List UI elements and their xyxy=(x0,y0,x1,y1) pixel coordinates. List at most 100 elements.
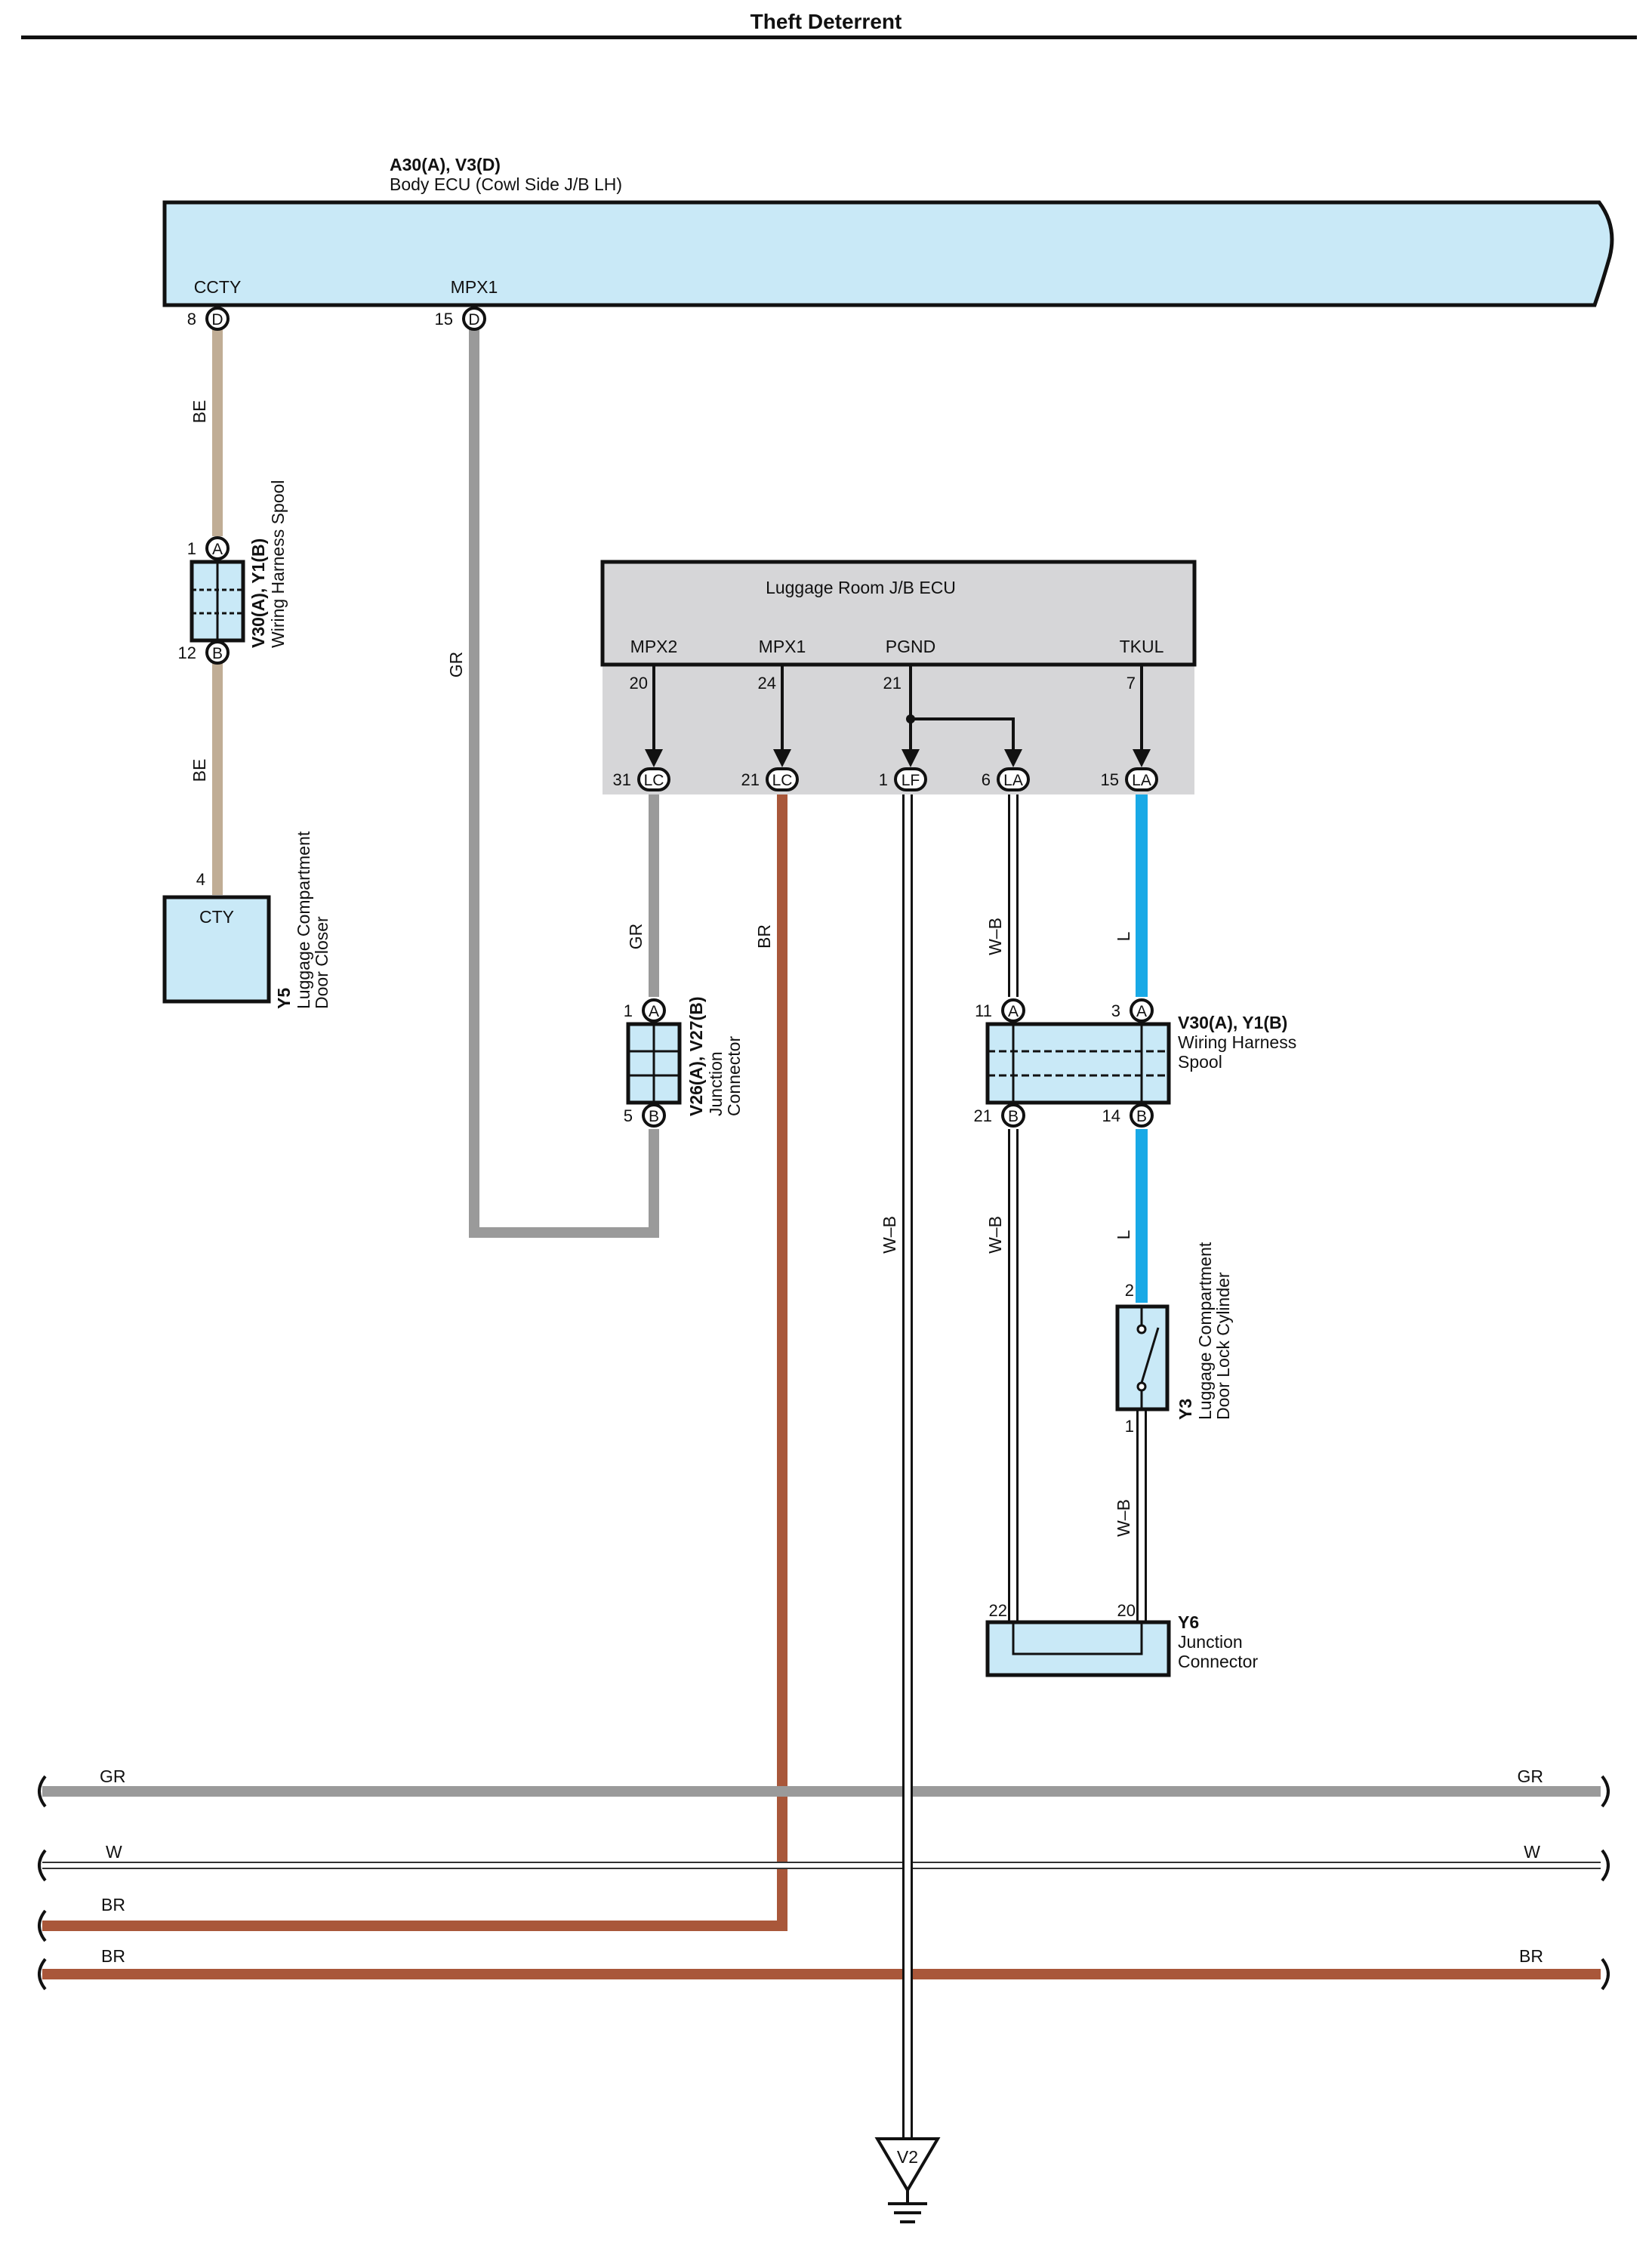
spool-right-name-1: Wiring Harness xyxy=(1178,1032,1296,1052)
wire-label-wb-la6: W–B xyxy=(985,918,1005,955)
spool-right-pin-3-conn: A xyxy=(1136,1003,1147,1020)
body-ecu-pin-15-conn: D xyxy=(468,311,479,329)
lock-cylinder-pin-top: 2 xyxy=(1125,1281,1134,1300)
wire-br-mpx1 xyxy=(42,789,787,1931)
junction-v26-pin-bottom: 5 xyxy=(624,1106,633,1125)
header-rule xyxy=(21,35,1637,39)
bus-break-gr xyxy=(38,1775,1610,1808)
bus-break-br-upper xyxy=(38,1909,47,1942)
wire-label-wb-y3: W–B xyxy=(1114,1499,1133,1537)
conn-lc-21-number: 21 xyxy=(741,770,760,789)
bus-gr-label-right: GR xyxy=(1518,1766,1544,1786)
conn-la-15-code: LA xyxy=(1132,772,1151,789)
lock-cylinder-name-2: Door Lock Cylinder xyxy=(1213,1272,1233,1420)
door-closer-label: CTY xyxy=(199,907,234,927)
junction-v26-pin-top: 1 xyxy=(624,1001,633,1020)
spool-right-pin-3 xyxy=(1130,998,1154,1023)
lock-cylinder-switch xyxy=(1136,1307,1160,1409)
spool-right-name-2: Spool xyxy=(1178,1052,1222,1072)
spool-right-pin-14-conn: B xyxy=(1136,1108,1147,1125)
luggage-ecu-pin-20: 20 xyxy=(630,674,648,693)
wire-label-l-lower: L xyxy=(1114,1229,1133,1239)
bus-break-w xyxy=(38,1849,1610,1882)
body-ecu-box xyxy=(162,200,1614,307)
junction-y6-box xyxy=(985,1620,1171,1677)
junction-v26-pin-b xyxy=(642,1103,666,1128)
lock-cylinder-pin-bottom: 1 xyxy=(1125,1417,1134,1436)
luggage-ecu-arrows xyxy=(645,749,1151,767)
page-title: Theft Deterrent xyxy=(750,10,902,33)
spool-left-conn-top: A xyxy=(212,541,223,558)
bus-break-br xyxy=(38,1958,1610,1991)
junction-y6-internal xyxy=(1012,1622,1143,1655)
wire-label-wb-pgnd: W–B xyxy=(880,1216,899,1254)
junction-v26-name-1: Junction xyxy=(706,1051,726,1116)
luggage-ecu-name: Luggage Room J/B ECU xyxy=(766,578,956,597)
wire-label-be-upper: BE xyxy=(190,400,209,424)
junction-y6-pin-left: 22 xyxy=(989,1601,1007,1620)
spool-left-ref: V30(A), Y1(B) xyxy=(248,538,268,648)
bus-br-upper-label: BR xyxy=(101,1895,125,1914)
body-ecu-pin-mpx1-label: MPX1 xyxy=(451,277,498,297)
junction-y6-ref: Y6 xyxy=(1178,1612,1199,1632)
spool-left-pin-bottom: 12 xyxy=(178,643,196,662)
wire-label-be-lower: BE xyxy=(190,759,209,782)
body-ecu-name: Body ECU (Cowl Side J/B LH) xyxy=(390,174,622,194)
spool-left-pin-a xyxy=(205,536,230,560)
wire-label-br: BR xyxy=(754,924,774,949)
body-ecu-pin-8-connector xyxy=(205,307,230,331)
luggage-ecu-pin-mpx2-label: MPX2 xyxy=(630,637,678,656)
bus-br-label-left: BR xyxy=(101,1946,125,1966)
pgnd-splice-dot xyxy=(906,714,915,723)
body-ecu-pin-15-connector xyxy=(462,307,486,331)
junction-v26-pin-a xyxy=(642,998,666,1023)
spool-left-pin-b xyxy=(205,640,230,665)
spool-right-pin-21 xyxy=(1001,1103,1025,1128)
body-ecu-pin-8-number: 8 xyxy=(187,310,196,329)
conn-lf-1-number: 1 xyxy=(879,770,888,789)
body-ecu-pin-15-number: 15 xyxy=(435,310,453,329)
luggage-ecu-pin-7: 7 xyxy=(1127,674,1136,693)
luggage-ecu-pin-tkul-label: TKUL xyxy=(1120,637,1164,656)
conn-lc-31-code: LC xyxy=(644,772,664,789)
spool-right-body xyxy=(985,1022,1171,1105)
junction-v26-conn-top: A xyxy=(649,1003,659,1020)
bus-gr-label-left: GR xyxy=(100,1766,126,1786)
spool-left-name: Wiring Harness Spool xyxy=(268,480,288,648)
junction-v26-name-2: Connector xyxy=(724,1036,744,1116)
ground-v2-triangle xyxy=(874,2137,941,2193)
luggage-ecu-connectors xyxy=(637,767,1158,791)
spool-right-pin-11 xyxy=(1001,998,1025,1023)
wire-gr-mpx1 xyxy=(469,329,659,1238)
junction-y6-pin-right: 20 xyxy=(1117,1601,1136,1620)
door-closer-box xyxy=(162,895,271,1004)
bus-br-label-right: BR xyxy=(1519,1946,1543,1966)
body-ecu-ref: A30(A), V3(D) xyxy=(390,155,501,174)
spool-left-conn-bottom: B xyxy=(212,645,223,662)
wire-label-l-upper: L xyxy=(1114,931,1133,941)
luggage-ecu-pin-mpx1-label: MPX1 xyxy=(759,637,806,656)
luggage-ecu-pin-pgnd-label: PGND xyxy=(886,637,935,656)
body-ecu-pin-ccty-label: CCTY xyxy=(194,277,242,297)
conn-lc-31-number: 31 xyxy=(613,770,631,789)
conn-la-15-number: 15 xyxy=(1101,770,1119,789)
lock-cylinder-ref: Y3 xyxy=(1176,1399,1195,1420)
wire-label-gr-mpx2: GR xyxy=(626,924,646,950)
spool-right-pin-21-number: 21 xyxy=(974,1106,992,1125)
body-ecu-pin-8-conn: D xyxy=(211,311,223,329)
junction-v26-conn-bottom: B xyxy=(649,1108,659,1125)
door-closer-name-1: Luggage Compartment xyxy=(294,831,313,1009)
conn-lc-21-code: LC xyxy=(772,772,793,789)
luggage-ecu-box xyxy=(600,560,1197,667)
spool-right-pin-21-conn: B xyxy=(1008,1108,1019,1125)
lock-cylinder-name-1: Luggage Compartment xyxy=(1195,1242,1215,1420)
spool-right-pin-11-number: 11 xyxy=(975,1001,992,1020)
door-closer-ref: Y5 xyxy=(274,988,294,1009)
spool-right-pin-14-number: 14 xyxy=(1102,1106,1120,1125)
junction-y6-name-2: Connector xyxy=(1178,1652,1258,1671)
spool-right-pin-11-conn: A xyxy=(1008,1003,1019,1020)
door-closer-pin: 4 xyxy=(196,870,205,889)
junction-v26-ref: V26(A), V27(B) xyxy=(686,997,706,1116)
wire-label-gr-mpx1: GR xyxy=(446,652,466,678)
conn-la-6-number: 6 xyxy=(982,770,991,789)
